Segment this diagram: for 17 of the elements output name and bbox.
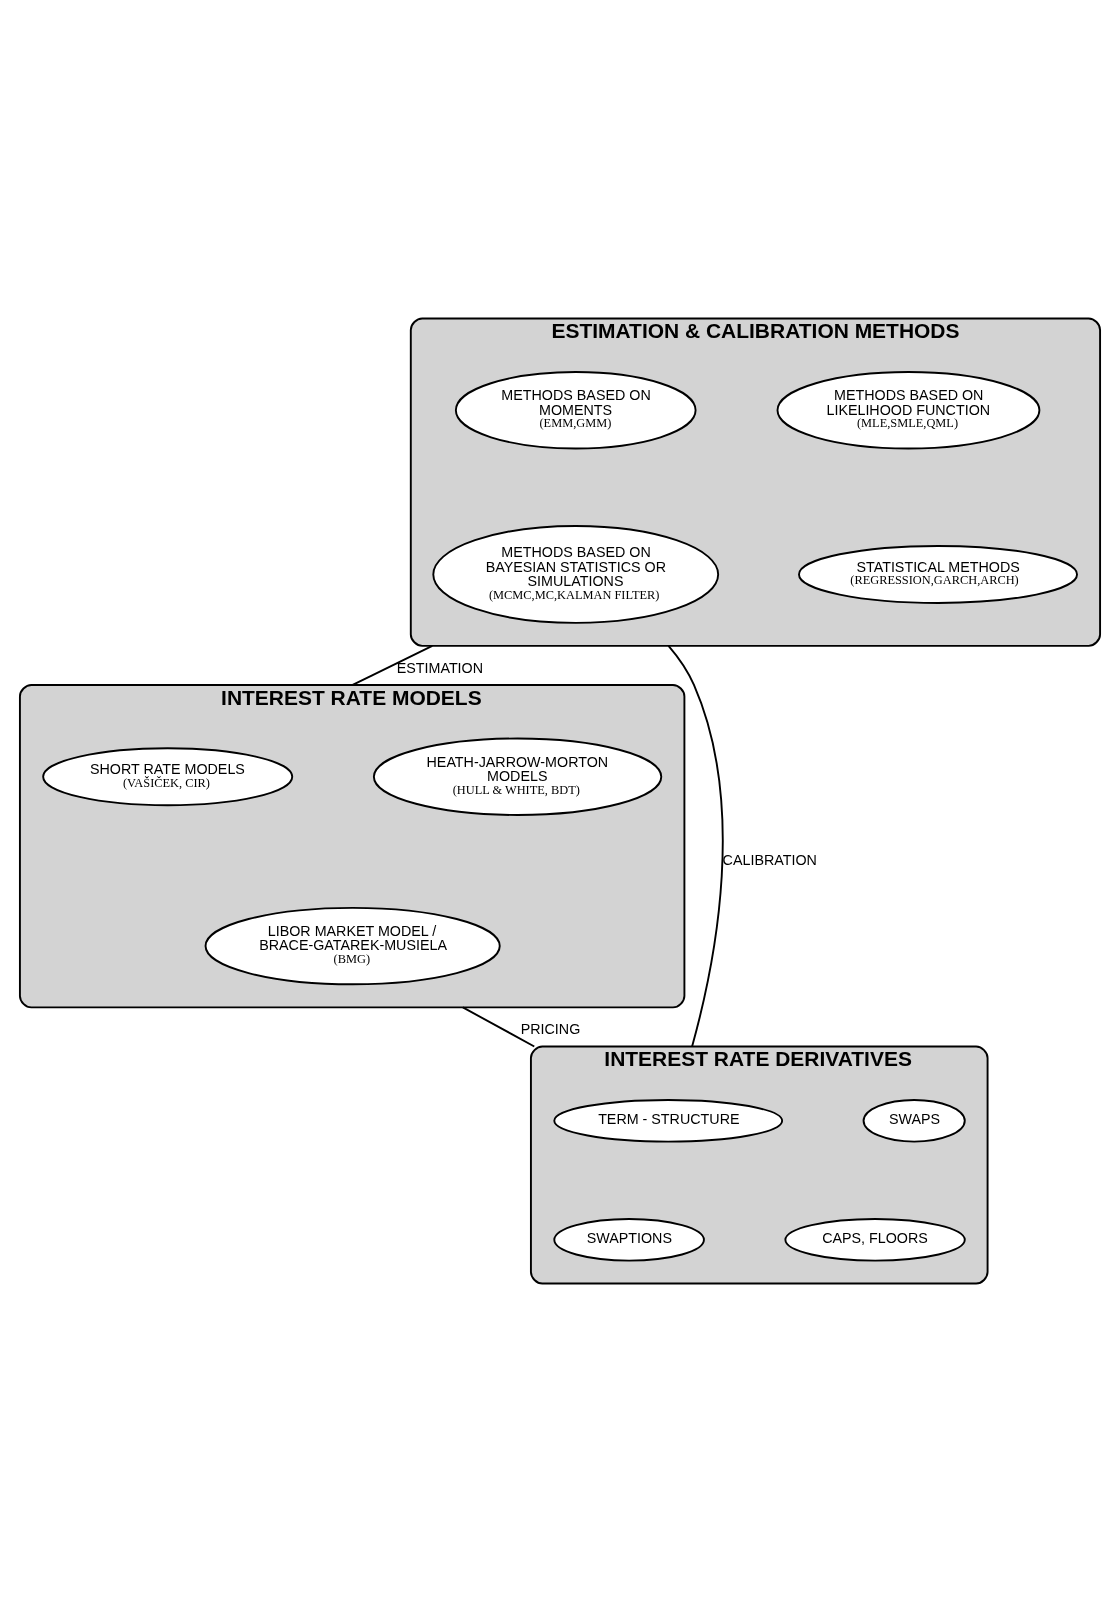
node-ellipse: STATISTICAL METHODS (REGRESSION,GARCH,ARCH) (798, 545, 1078, 604)
node-ellipse: TERM - STRUCTURE (553, 1099, 784, 1143)
connector (461, 1006, 536, 1048)
connector (667, 644, 724, 1048)
node-ellipse: METHODS BASED ON MOMENTS (EMM,GMM) (454, 371, 697, 450)
edge-label: CALIBRATION (722, 851, 817, 868)
node-ellipse: METHODS BASED ON LIKELIHOOD FUNCTION (MLE,SMLE,QML) (776, 371, 1041, 450)
node-ellipse: METHODS BASED ON BAYESIAN STATISTICS OR SIMULATIONS (MCMC,MC,KALMAN FILTER) (432, 525, 720, 624)
edge-label: PRICING (520, 1021, 581, 1038)
node-ellipse: LIBOR MARKET MODEL / BRACE-GATAREK-MUSIELA (BMG) (204, 906, 501, 986)
node-ellipse: SWAPTIONS (553, 1218, 705, 1262)
node-ellipse: SWAPS (862, 1099, 966, 1143)
node-ellipse: CAPS, FLOORS (784, 1218, 966, 1262)
edge-label: ESTIMATION (396, 659, 484, 676)
node-ellipse: SHORT RATE MODELS (VAŠIČEK, CIR) (42, 747, 294, 807)
connector (351, 644, 434, 686)
node-ellipse: HEATH-JARROW-MORTON MODELS (HULL & WHITE, BDT) (372, 737, 663, 816)
